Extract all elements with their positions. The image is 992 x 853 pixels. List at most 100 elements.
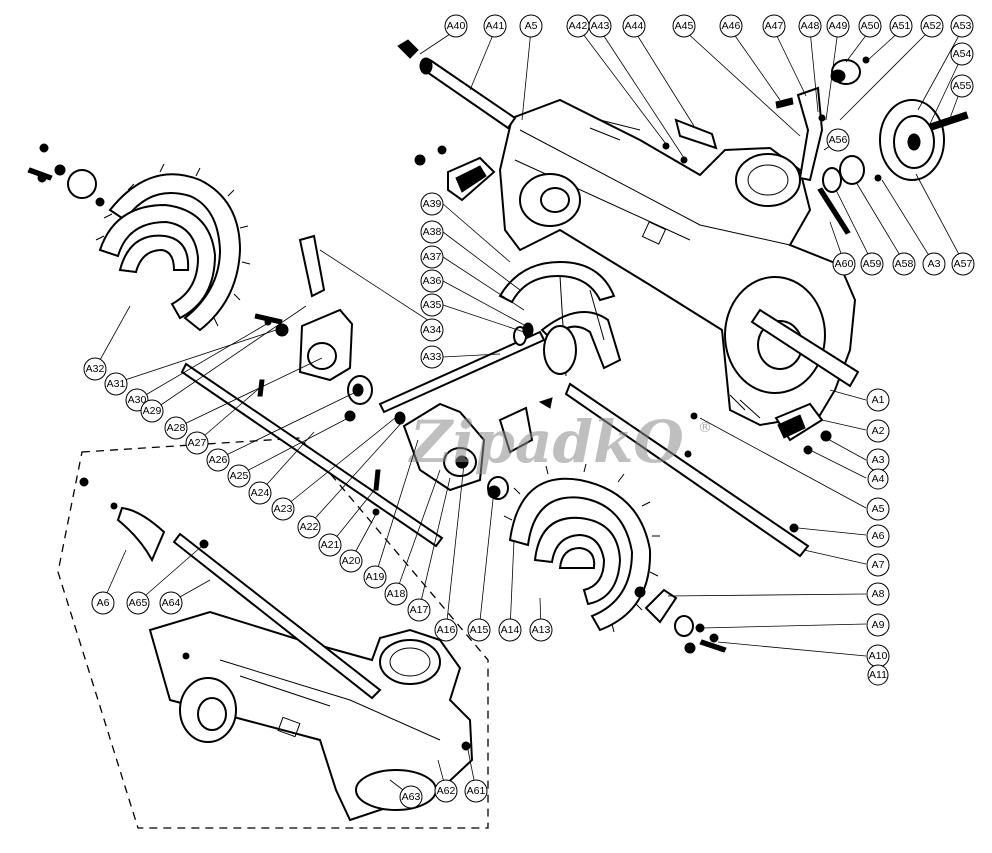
callout-A37: A37	[420, 245, 444, 269]
callout-A48: A48	[798, 14, 822, 38]
svg-text:A41: A41	[486, 20, 505, 32]
svg-text:A9: A9	[872, 619, 885, 631]
top-auger-shaft	[397, 39, 517, 130]
svg-text:A44: A44	[625, 20, 644, 32]
svg-text:A43: A43	[591, 20, 610, 32]
callout-A43: A43	[588, 14, 612, 38]
callout-A6-inset: A6	[91, 591, 115, 615]
callout-A4: A4	[867, 468, 889, 490]
callout-A59: A59	[860, 252, 884, 276]
callout-A1: A1	[866, 388, 890, 412]
svg-text:A58: A58	[895, 258, 914, 270]
callout-A44: A44	[622, 14, 646, 38]
svg-text:A61: A61	[467, 785, 486, 797]
belt-pulley-assembly	[775, 56, 969, 235]
svg-text:A30: A30	[128, 394, 147, 406]
callout-A50: A50	[858, 14, 882, 38]
svg-text:A8: A8	[872, 588, 885, 600]
end-block-left	[414, 145, 496, 202]
svg-text:A37: A37	[423, 251, 442, 263]
callout-A21: A21	[318, 533, 342, 557]
callout-A36: A36	[420, 269, 444, 293]
callout-A16: A16	[434, 618, 458, 642]
svg-text:A29: A29	[143, 405, 162, 417]
callout-A63: A63	[399, 785, 423, 809]
right-auger-spiral	[487, 463, 660, 633]
svg-text:A64: A64	[162, 597, 181, 609]
callout-A13: A13	[529, 618, 553, 642]
svg-text:A39: A39	[423, 198, 442, 210]
callout-A60: A60	[832, 252, 856, 276]
svg-text:A45: A45	[675, 20, 694, 32]
callout-A41: A41	[483, 14, 507, 38]
callout-A29: A29	[140, 399, 164, 423]
callout-A6: A6	[866, 524, 890, 548]
svg-text:A53: A53	[953, 20, 972, 32]
svg-text:A6: A6	[97, 597, 110, 609]
svg-text:A31: A31	[107, 378, 126, 390]
svg-text:A22: A22	[300, 521, 319, 533]
callout-A23: A23	[271, 497, 295, 521]
svg-text:A23: A23	[274, 503, 293, 515]
callout-A3-top: A3	[922, 252, 946, 276]
lower-right-shaft	[750, 308, 860, 388]
svg-text:A48: A48	[801, 20, 820, 32]
callout-A40: A40	[444, 14, 468, 38]
callout-A46: A46	[719, 14, 743, 38]
callout-A26: A26	[206, 448, 230, 472]
svg-text:A34: A34	[423, 324, 442, 336]
callout-A52: A52	[920, 14, 944, 38]
inset-dashed-boundary	[57, 437, 489, 829]
svg-text:A57: A57	[954, 258, 973, 270]
svg-text:A32: A32	[86, 363, 105, 375]
svg-text:A18: A18	[387, 588, 406, 600]
svg-text:A3: A3	[872, 454, 885, 466]
svg-text:A10: A10	[869, 650, 888, 662]
svg-text:A35: A35	[423, 299, 442, 311]
svg-text:A62: A62	[437, 785, 456, 797]
svg-text:A2: A2	[872, 425, 885, 437]
callout-A62: A62	[434, 779, 458, 803]
callout-A24: A24	[248, 481, 272, 505]
svg-text:A28: A28	[167, 422, 186, 434]
callout-A5: A5	[866, 497, 890, 521]
callout-A27: A27	[185, 431, 209, 455]
callout-A42: A42	[566, 14, 590, 38]
callout-A64: A64	[159, 591, 183, 615]
svg-text:A20: A20	[342, 555, 361, 567]
scraper-bar-left	[180, 362, 444, 548]
callout-A56: A56	[826, 128, 850, 152]
svg-text:A4: A4	[872, 473, 885, 485]
svg-text:A56: A56	[829, 134, 848, 146]
callout-A33: A33	[420, 345, 444, 369]
svg-text:A27: A27	[188, 437, 207, 449]
callout-A20: A20	[339, 549, 363, 573]
bar-bolt	[684, 450, 692, 458]
svg-text:A3: A3	[928, 258, 941, 270]
callout-A61: A61	[464, 779, 488, 803]
impeller	[498, 260, 622, 377]
gearbox-left-half	[254, 234, 373, 422]
svg-text:A54: A54	[953, 48, 972, 60]
callout-A47: A47	[762, 14, 786, 38]
svg-text:A40: A40	[447, 20, 466, 32]
callout-A7: A7	[866, 553, 890, 577]
callout-A31: A31	[104, 372, 128, 396]
svg-text:A7: A7	[872, 559, 885, 571]
svg-text:A24: A24	[251, 487, 270, 499]
callout-A55: A55	[950, 74, 974, 98]
svg-text:A59: A59	[863, 258, 882, 270]
callout-A54: A54	[950, 42, 974, 66]
svg-text:A1: A1	[872, 394, 885, 406]
svg-text:A42: A42	[569, 20, 588, 32]
svg-text:A25: A25	[230, 470, 249, 482]
left-auger-spiral	[27, 143, 251, 332]
callout-A49: A49	[826, 14, 850, 38]
callout-A39: A39	[420, 192, 444, 216]
svg-text:A15: A15	[470, 624, 489, 636]
callout-A45: A45	[672, 14, 696, 38]
svg-text:A19: A19	[366, 571, 385, 583]
callout-A5-top: A5	[519, 14, 543, 38]
callout-A51: A51	[889, 14, 913, 38]
